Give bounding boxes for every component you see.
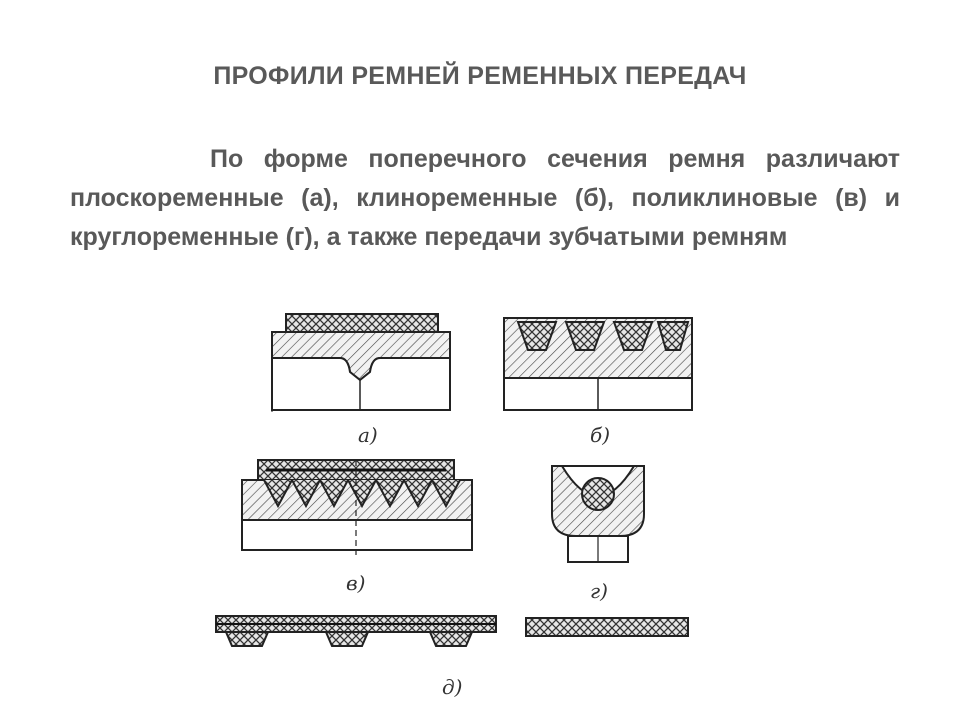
caption-v: в) [346,571,365,595]
body-paragraph-text: По форме поперечного сечения ремня разли… [70,145,900,251]
body-paragraph: По форме поперечного сечения ремня разли… [70,140,900,257]
caption-b: б) [590,423,610,447]
caption-a: а) [358,423,378,447]
caption-g: г) [590,579,608,603]
flat-belt-diagram: а) [271,313,451,447]
toothed-belt-diagram: д) [215,615,689,699]
v-belt-diagram: б) [503,317,693,447]
slide-title: ПРОФИЛИ РЕМНЕЙ РЕМЕННЫХ ПЕРЕДАЧ [213,62,747,90]
round-belt-diagram: г) [551,465,645,603]
poly-v-belt-diagram: в) [241,459,473,595]
caption-d: д) [442,675,462,699]
belt-profiles-figure: а) б) в) [180,300,760,710]
